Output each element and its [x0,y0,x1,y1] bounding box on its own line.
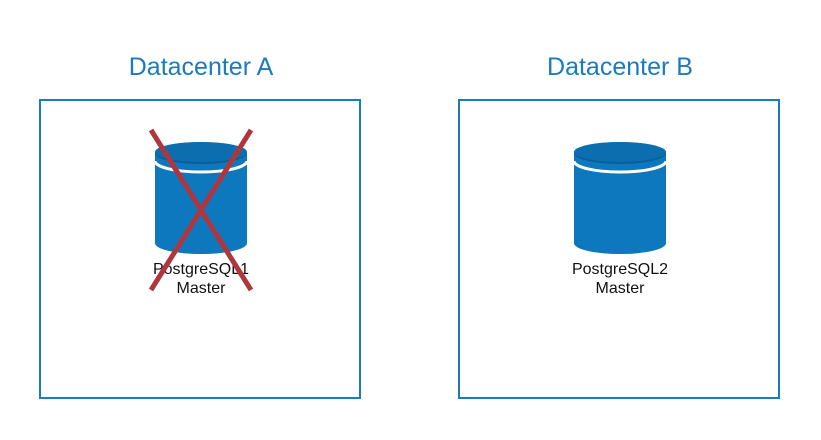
datacenter-a-title: Datacenter A [128,53,274,81]
db-node-label-a: PostgreSQL1 Master [121,260,281,298]
db-role: Master [176,280,226,297]
database-icon [572,142,668,254]
db-name: PostgreSQL2 [571,261,669,278]
datacenter-b-title: Datacenter B [547,53,693,81]
failure-cross-icon [148,128,254,292]
datacenter-b-box [458,99,780,399]
db-name: PostgreSQL1 [152,261,250,278]
datacenter-a-box [39,99,361,399]
db-role: Master [595,280,645,297]
db-node-label-b: PostgreSQL2 Master [540,260,700,298]
